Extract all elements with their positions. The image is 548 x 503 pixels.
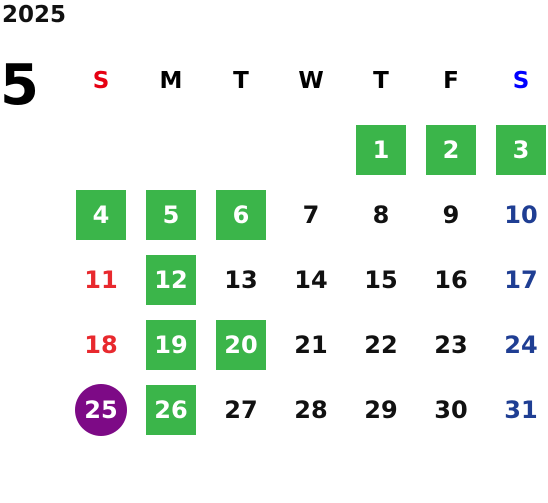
calendar-month: 5 (0, 53, 39, 118)
calendar-day-17[interactable]: 17 (504, 266, 538, 294)
weekday-header-sun: S (92, 68, 110, 94)
calendar-day-14[interactable]: 14 (294, 266, 328, 294)
calendar-day-19[interactable]: 19 (146, 320, 196, 370)
calendar-day-3[interactable]: 3 (496, 125, 546, 175)
calendar-day-1[interactable]: 1 (356, 125, 406, 175)
calendar-day-30[interactable]: 30 (434, 396, 468, 424)
weekday-header-thu: T (373, 68, 389, 94)
calendar-day-28[interactable]: 28 (294, 396, 328, 424)
calendar-day-26[interactable]: 26 (146, 385, 196, 435)
calendar-day-22[interactable]: 22 (364, 331, 398, 359)
calendar-day-20[interactable]: 20 (216, 320, 266, 370)
weekday-header-fri: F (443, 68, 459, 94)
calendar-day-4[interactable]: 4 (76, 190, 126, 240)
calendar-day-9[interactable]: 9 (442, 201, 460, 229)
calendar-day-21[interactable]: 21 (294, 331, 328, 359)
calendar-day-24[interactable]: 24 (504, 331, 538, 359)
calendar-day-6[interactable]: 6 (216, 190, 266, 240)
calendar-day-13[interactable]: 13 (224, 266, 258, 294)
calendar-day-18[interactable]: 18 (84, 331, 118, 359)
calendar-day-16[interactable]: 16 (434, 266, 468, 294)
calendar-day-10[interactable]: 10 (504, 201, 538, 229)
weekday-header-tue: T (233, 68, 249, 94)
weekday-header-mon: M (159, 68, 183, 94)
calendar-year: 2025 (2, 2, 67, 28)
calendar-day-11[interactable]: 11 (84, 266, 118, 294)
weekday-header-wed: W (298, 68, 324, 94)
calendar-day-23[interactable]: 23 (434, 331, 468, 359)
calendar-day-7[interactable]: 7 (302, 201, 320, 229)
calendar-day-12[interactable]: 12 (146, 255, 196, 305)
calendar-day-25[interactable]: 25 (75, 384, 127, 436)
calendar-day-29[interactable]: 29 (364, 396, 398, 424)
calendar-day-2[interactable]: 2 (426, 125, 476, 175)
calendar-day-31[interactable]: 31 (504, 396, 538, 424)
calendar-day-5[interactable]: 5 (146, 190, 196, 240)
calendar-day-8[interactable]: 8 (372, 201, 390, 229)
calendar-day-27[interactable]: 27 (224, 396, 258, 424)
calendar-day-15[interactable]: 15 (364, 266, 398, 294)
weekday-header-sat: S (512, 68, 530, 94)
